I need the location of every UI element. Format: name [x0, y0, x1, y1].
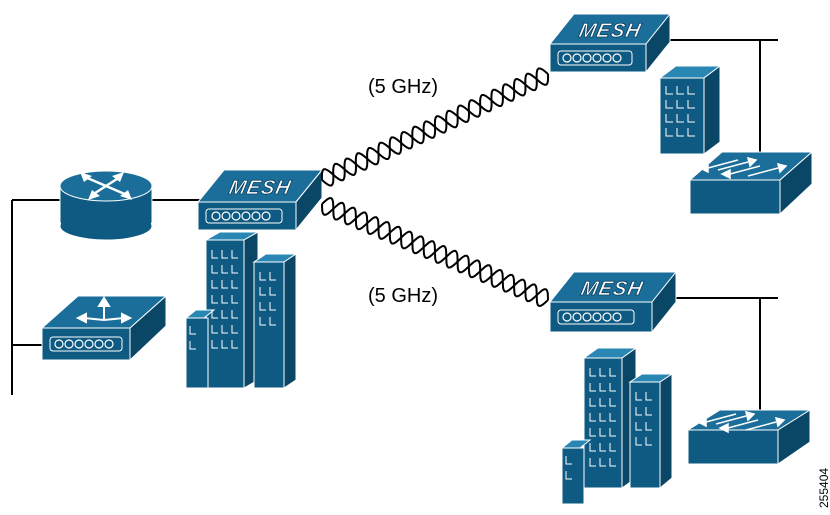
left-wired-bus [11, 199, 200, 395]
lower-right-wired-bus [676, 297, 778, 421]
root-mesh-access-point-icon: MESH [196, 168, 324, 232]
figure-id: 255404 [817, 468, 830, 508]
upper-building-icon [658, 65, 722, 155]
upper-mesh-label: MESH [577, 20, 643, 42]
lower-mesh-access-point-icon: MESH [548, 270, 678, 334]
upper-mesh-access-point-icon: MESH [548, 12, 672, 74]
root-mesh-label: MESH [227, 177, 293, 199]
building-icon [184, 231, 298, 389]
wireless-link-lower [321, 197, 549, 307]
router-icon [59, 170, 153, 241]
lower-building-icon [560, 347, 674, 505]
lower-switch-icon [686, 409, 812, 465]
wireless-controller-icon [40, 294, 168, 362]
wireless-link-upper [320, 67, 550, 187]
upper-switch-icon [688, 150, 814, 216]
lower-mesh-label: MESH [579, 278, 645, 300]
upper-link-frequency-label: (5 GHz) [368, 76, 438, 98]
lower-link-frequency-label: (5 GHz) [368, 285, 438, 307]
